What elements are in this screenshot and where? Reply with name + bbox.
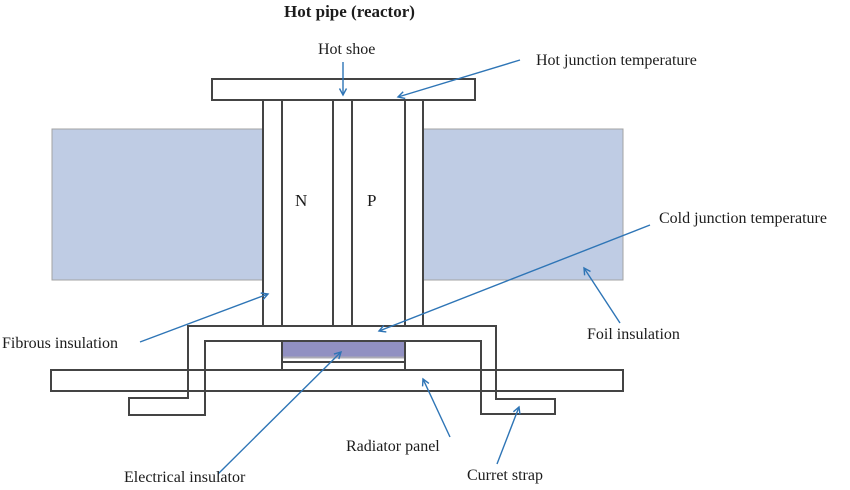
current-strap-frame (128, 325, 556, 416)
foil-insulation-arrow (583, 266, 621, 324)
insulator-box (281, 341, 406, 370)
thermocouple-backdrop (262, 100, 424, 326)
p-leg-label: P (367, 191, 377, 210)
thermocouple-legs (262, 100, 424, 326)
current-strap-label: Curret strap (467, 467, 543, 484)
hot-junction-arrow (396, 59, 521, 100)
radiator-panel-bar (50, 369, 624, 392)
current-strap-arrow (496, 405, 521, 465)
annotation-arrows (139, 59, 651, 475)
cold-junction-temperature-label: Cold junction temperature (659, 210, 827, 227)
radiator-panel-arrow (421, 377, 451, 438)
electrical-insulator-block (283, 341, 404, 357)
cold-junction-arrow (377, 224, 651, 333)
n-leg-label: N (295, 191, 308, 210)
hot-shoe-label: Hot shoe (318, 41, 376, 58)
fibrous-insulation-label: Fibrous insulation (2, 335, 119, 352)
electrical-insulator-label: Electrical insulator (124, 469, 246, 486)
radiator-panel-label: Radiator panel (346, 438, 440, 455)
electrical-insulator-arrow (217, 350, 343, 475)
figure-title: Hot pipe (reactor) (284, 2, 415, 21)
foil-insulation-label: Foil insulation (587, 326, 680, 343)
fibrous-insulation-arrow (139, 292, 270, 343)
hot-junction-temperature-label: Hot junction temperature (536, 52, 697, 69)
